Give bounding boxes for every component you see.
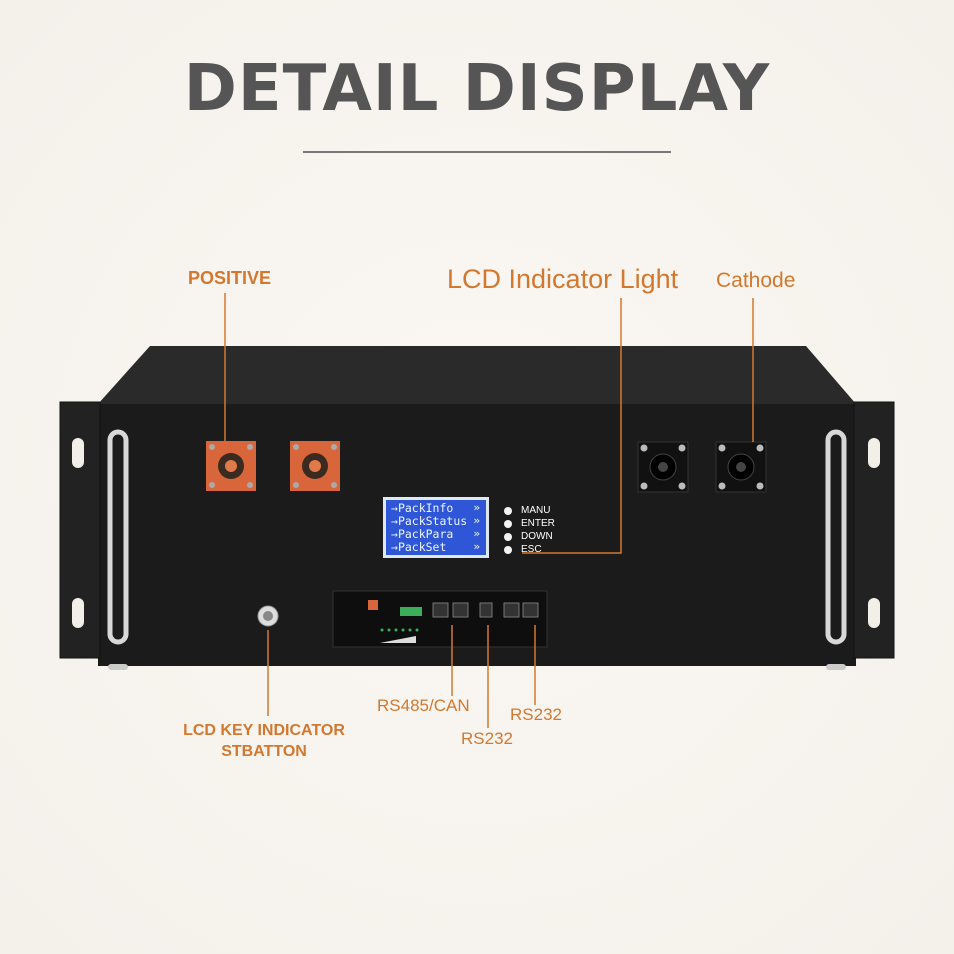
callout-cathode: Cathode xyxy=(716,269,796,292)
callout-rs232-center: RS232 xyxy=(461,729,513,748)
lcd-item-packset: →PackSet xyxy=(391,540,447,554)
rj45-port-2 xyxy=(452,602,469,618)
callout-lcd-indicator-light: LCD Indicator Light xyxy=(447,264,679,294)
rs232-port-center xyxy=(479,602,493,618)
rj45-port-1 xyxy=(432,602,449,618)
chassis-top xyxy=(98,346,856,404)
lcd-arrow-icon: » xyxy=(473,514,480,527)
rj45-port-3 xyxy=(503,602,520,618)
lcd-item-packstatus: →PackStatus xyxy=(391,514,468,528)
button-label-esc: ESC xyxy=(521,544,542,555)
lcd-screen xyxy=(386,500,486,555)
key-switch xyxy=(257,605,279,627)
lcd-arrow-icon: » xyxy=(473,540,480,553)
callout-rs232-right: RS232 xyxy=(510,705,562,724)
positive-terminal-2 xyxy=(290,441,340,491)
callout-positive: POSITIVE xyxy=(188,268,272,288)
page-heading: DETAIL DISPLAY xyxy=(183,52,771,126)
cathode-terminal-1 xyxy=(637,441,689,493)
lcd-display: →PackInfo » →PackStatus » →PackPara » →P… xyxy=(386,500,486,555)
cathode-terminal-2 xyxy=(715,441,767,493)
callout-lcd-key-line2: STBATTON xyxy=(221,743,307,760)
comm-panel xyxy=(332,590,548,648)
lcd-item-packpara: →PackPara xyxy=(391,527,454,541)
callout-rs485-can: RS485/CAN xyxy=(377,696,470,715)
button-label-manu: MANU xyxy=(521,505,551,516)
button-label-down: DOWN xyxy=(521,531,553,542)
lcd-arrow-icon: » xyxy=(473,501,480,514)
heading-rule xyxy=(303,151,671,153)
lcd-arrow-icon: » xyxy=(473,527,480,540)
rj45-port-4 xyxy=(522,602,539,618)
callout-lcd-key-indicator: LCD KEY INDICATOR STBATTON xyxy=(178,720,350,762)
lcd-item-packinfo: →PackInfo xyxy=(391,501,454,515)
leader-lcd-indicator xyxy=(522,298,622,554)
right-handle xyxy=(825,429,847,645)
positive-terminal-1 xyxy=(206,441,256,491)
left-handle xyxy=(107,429,129,645)
callout-lcd-key-line1: LCD KEY INDICATOR xyxy=(183,722,345,739)
button-label-enter: ENTER xyxy=(521,518,555,529)
